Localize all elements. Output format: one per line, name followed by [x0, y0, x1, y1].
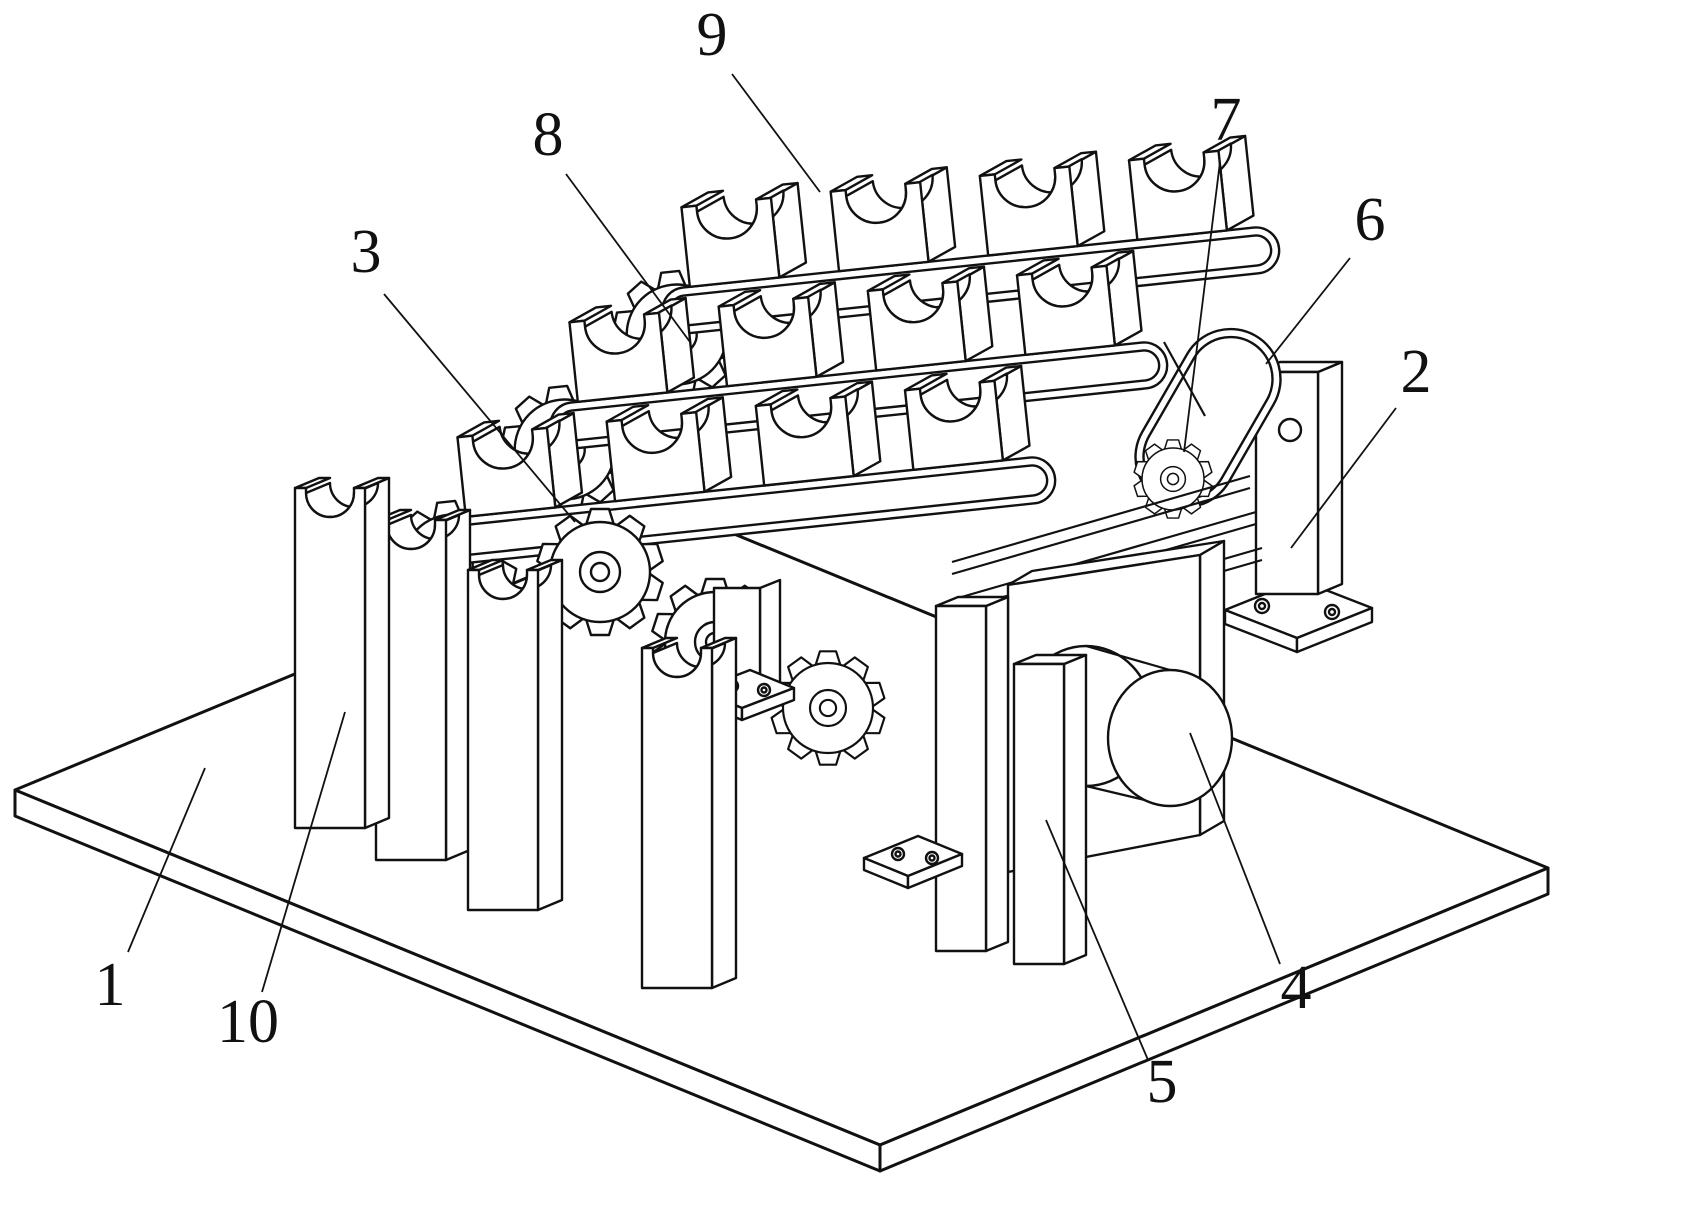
drive-sprocket-and-chain — [1132, 327, 1282, 519]
callout-label-4: 4 — [1281, 954, 1312, 1022]
leader-lines — [127, 73, 1397, 1061]
leader-line-5 — [1045, 819, 1149, 1061]
callout-label-8: 8 — [533, 101, 564, 169]
leader-line-7 — [1183, 161, 1221, 453]
callout-label-2: 2 — [1401, 338, 1432, 406]
callout-label-9: 9 — [697, 1, 728, 69]
callout-label-7: 7 — [1211, 86, 1242, 154]
leader-line-9 — [731, 73, 821, 193]
shaft-hole — [1277, 417, 1303, 443]
callout-label-5: 5 — [1147, 1048, 1178, 1116]
callout-label-1: 1 — [95, 951, 126, 1019]
support-column — [293, 476, 391, 830]
leader-line-4 — [1189, 732, 1281, 965]
saddle-bracket — [679, 181, 809, 289]
anchor-bolt — [1257, 601, 1267, 611]
support-column — [466, 558, 564, 912]
sprocket-gear — [769, 650, 887, 766]
motor-cylinder-face — [1106, 668, 1234, 808]
anchor-bolt — [928, 854, 936, 862]
leader-line-8 — [565, 173, 691, 343]
callout-labels: 1 2 3 4 5 6 7 8 9 10 — [95, 1, 1432, 1116]
anchor-bolt — [760, 686, 768, 694]
motor-support-columns — [862, 595, 1088, 966]
anchor-bolt — [1327, 607, 1337, 617]
saddle-bracket — [977, 150, 1107, 257]
support-column — [640, 636, 738, 990]
callout-label-10: 10 — [217, 988, 279, 1056]
leader-line-6 — [1265, 257, 1351, 365]
leader-line-2 — [1290, 407, 1397, 549]
callout-label-3: 3 — [351, 218, 382, 286]
leader-line-3 — [383, 293, 576, 523]
saddle-bracket — [828, 166, 958, 273]
leader-line-1 — [127, 767, 206, 953]
anchor-bolt — [894, 850, 902, 858]
callout-label-6: 6 — [1355, 186, 1386, 254]
leader-line-10 — [261, 711, 346, 993]
